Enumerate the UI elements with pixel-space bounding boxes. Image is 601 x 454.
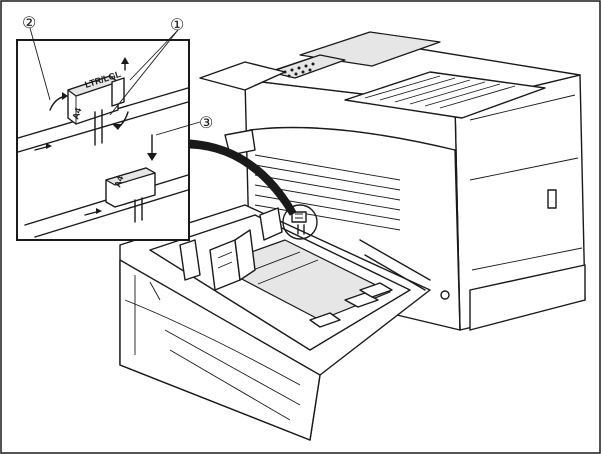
paper-tray	[119, 204, 431, 441]
side-handle	[547, 189, 557, 209]
document-feeder	[199, 61, 286, 91]
tray-front-face	[119, 259, 321, 441]
callout-3: ③	[199, 115, 213, 132]
inset-box	[16, 39, 190, 241]
leader-2	[29, 27, 51, 101]
leader-1b	[109, 29, 179, 116]
cassette-indicator	[440, 290, 450, 300]
lower-cassette-right	[469, 264, 586, 331]
callout-2: ②	[22, 15, 36, 32]
switch-location-circle	[282, 204, 318, 240]
zoom-connector	[189, 139, 297, 216]
leader-1a	[129, 29, 179, 81]
control-panel	[269, 54, 346, 79]
leader-3	[155, 121, 201, 136]
end-guide	[179, 239, 201, 281]
callout-1: ①	[170, 17, 184, 34]
lower-switch-label-a4: A4	[112, 175, 125, 189]
lower-switch: A4	[105, 167, 156, 223]
printer-body	[199, 31, 586, 331]
upper-switch-label-a4: A4	[70, 107, 83, 121]
paper-output-tray	[344, 71, 546, 119]
upper-switch: A4 LTR/LGL	[67, 69, 125, 146]
inset-detail: A4 LTR/LGL A4	[16, 27, 201, 241]
